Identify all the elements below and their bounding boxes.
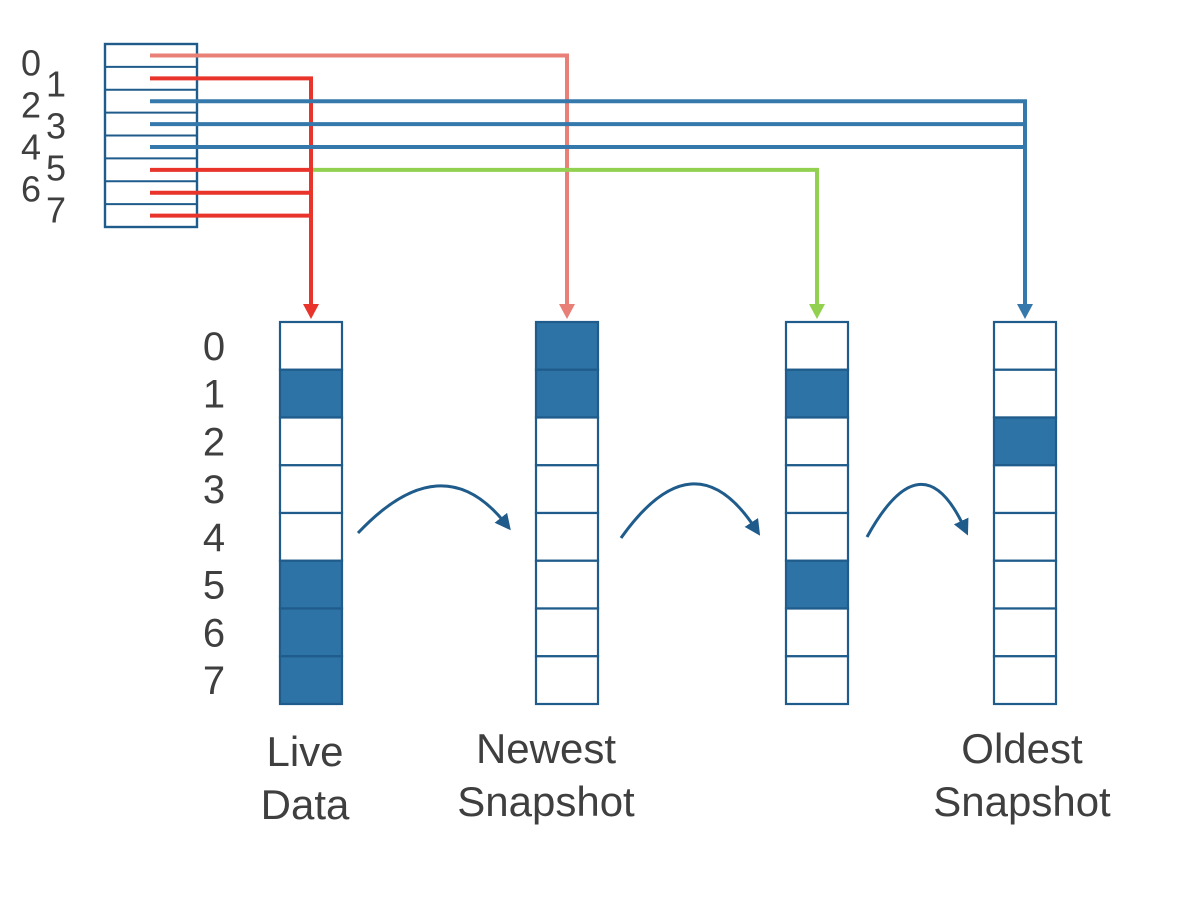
rotation-flow-arrows [356, 482, 969, 539]
column-newest-snapshot [534, 320, 600, 706]
column-cell [992, 607, 1058, 658]
column-oldest-snapshot [992, 320, 1058, 706]
column-cell [278, 655, 344, 706]
pointer-connections [150, 53, 1033, 319]
connection-row1 [150, 76, 313, 304]
live-data-label-line2: Data [261, 781, 350, 828]
column-cell [784, 607, 850, 658]
column-cell [278, 416, 344, 467]
arrowhead-middle-icon [809, 304, 825, 319]
column-cell [784, 464, 850, 515]
column-row-label: 1 [203, 373, 225, 417]
column-middle-snapshot [784, 320, 850, 706]
column-cell [534, 320, 600, 371]
connection-row0 [150, 53, 569, 304]
column-labels: Live Data Newest Snapshot Oldest Snapsho… [261, 725, 1111, 828]
oldest-snapshot-label-line1: Oldest [961, 725, 1083, 772]
column-cell [534, 559, 600, 610]
column-cell [278, 464, 344, 515]
column-cell [534, 368, 600, 419]
column-row-label: 7 [203, 659, 225, 703]
column-cell [534, 511, 600, 562]
flow-arrow [619, 482, 761, 539]
column-row-label: 2 [203, 420, 225, 464]
register-row-label: 6 [21, 169, 41, 210]
column-cell [278, 559, 344, 610]
column-cell [784, 511, 850, 562]
column-cell [992, 559, 1058, 610]
column-row-label: 4 [203, 516, 225, 560]
column-cell [784, 559, 850, 610]
oldest-snapshot-label-line2: Snapshot [933, 778, 1111, 825]
column-cell [534, 607, 600, 658]
register-row-label: 2 [21, 85, 41, 126]
register-row-label: 7 [46, 190, 66, 231]
column-cell [784, 655, 850, 706]
column-cell [784, 416, 850, 467]
flow-arrow [356, 484, 511, 535]
arrowhead-newest-icon [559, 304, 575, 319]
register-table [103, 42, 199, 229]
register-row-label: 3 [46, 106, 66, 147]
column-cell [992, 320, 1058, 371]
column-cell [992, 464, 1058, 515]
column-cell [278, 607, 344, 658]
column-cell [278, 511, 344, 562]
column-row-label: 5 [203, 564, 225, 608]
connection-row2 [150, 99, 1027, 304]
register-row-label: 4 [21, 127, 41, 168]
register-row-label: 1 [46, 64, 66, 105]
arrowhead-live-icon [303, 304, 319, 319]
column-row-label: 0 [203, 325, 225, 369]
arrowhead-oldest-icon [1017, 304, 1033, 319]
column-cell [992, 655, 1058, 706]
column-cell [534, 464, 600, 515]
register-row-label: 5 [46, 148, 66, 189]
flow-arrow [865, 483, 969, 538]
register-row-label: 0 [21, 43, 41, 84]
newest-snapshot-label-line1: Newest [476, 725, 616, 772]
column-cell [278, 320, 344, 371]
connection-row5 [313, 167, 819, 304]
column-cell [992, 368, 1058, 419]
column-row-label: 3 [203, 468, 225, 512]
column-cell [784, 320, 850, 371]
column-cell [992, 416, 1058, 467]
live-data-label-line1: Live [266, 728, 343, 775]
column-cell [534, 655, 600, 706]
column-cell [784, 368, 850, 419]
column-cell [534, 416, 600, 467]
column-cell [992, 511, 1058, 562]
newest-snapshot-label-line2: Snapshot [457, 778, 635, 825]
column-row-label: 6 [203, 611, 225, 655]
column-cell [278, 368, 344, 419]
